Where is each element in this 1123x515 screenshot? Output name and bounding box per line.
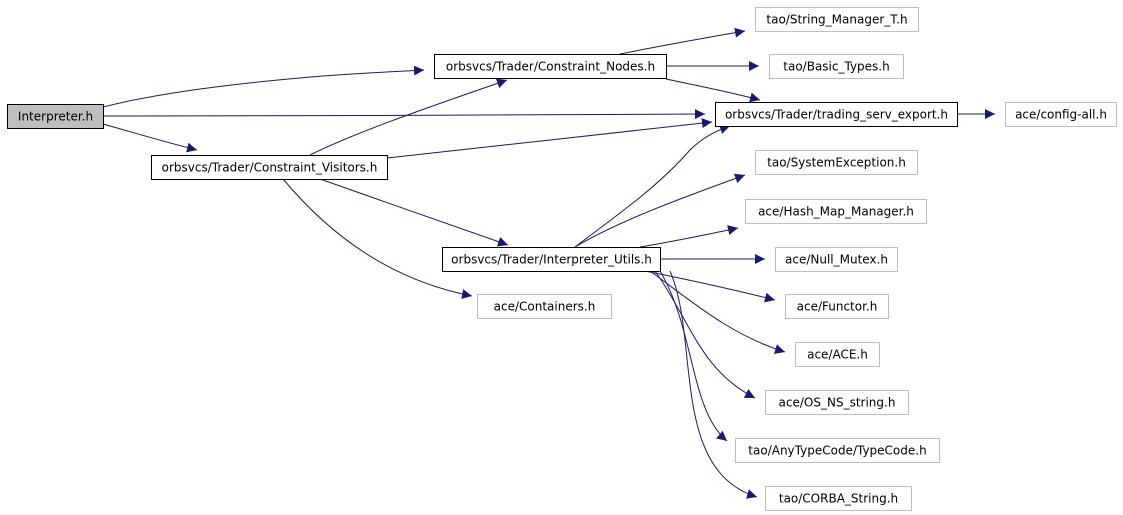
- nodes-layer: Interpreter.h orbsvcs/Trader/Constraint_N…: [7, 7, 1117, 511]
- node-config-all: ace/config-all.h: [1005, 102, 1117, 127]
- node-label: orbsvcs/Trader/Interpreter_Utils.h: [451, 253, 652, 267]
- node-box: [769, 54, 904, 79]
- edge-interpreter-to-constraint-nodes: [102, 65, 425, 108]
- node-label: tao/String_Manager_T.h: [766, 13, 907, 27]
- edge-constraint-nodes-to-string-manager-t: [619, 27, 746, 55]
- edge-interpreter-utils-to-os-ns-string: [654, 270, 756, 399]
- edge-interpreter-to-trading-serv-export: [102, 109, 706, 120]
- node-system-exception: tao/SystemException.h: [755, 150, 918, 175]
- node-box: [735, 438, 940, 463]
- node-string-manager-t: tao/String_Manager_T.h: [755, 7, 919, 32]
- node-box: [442, 247, 661, 272]
- edge-interpreter-utils-to-functor: [644, 270, 776, 303]
- node-hash-map-manager: ace/Hash_Map_Manager.h: [745, 199, 927, 224]
- node-label: ace/ACE.h: [807, 348, 868, 362]
- edge-interpreter-utils-to-corba-string: [669, 270, 758, 499]
- node-typecode: tao/AnyTypeCode/TypeCode.h: [735, 438, 940, 463]
- node-box: [785, 294, 889, 319]
- edge-constraint-nodes-to-trading-serv-export: [665, 78, 761, 103]
- node-containers: ace/Containers.h: [477, 294, 612, 319]
- node-box: [1005, 102, 1117, 127]
- node-corba-string: tao/CORBA_String.h: [765, 486, 912, 511]
- edges-layer: [102, 27, 995, 499]
- node-label: ace/Functor.h: [797, 300, 878, 314]
- node-box: [434, 54, 667, 79]
- node-trading-serv-export[interactable]: orbsvcs/Trader/trading_serv_export.h: [715, 102, 958, 127]
- node-constraint-nodes[interactable]: orbsvcs/Trader/Constraint_Nodes.h: [434, 54, 667, 79]
- node-label: orbsvcs/Trader/Constraint_Visitors.h: [162, 161, 378, 175]
- node-null-mutex: ace/Null_Mutex.h: [775, 247, 898, 272]
- edge-interpreter-utils-to-trading-serv-export: [574, 124, 731, 248]
- edge-interpreter-utils-to-typecode: [659, 270, 728, 442]
- node-box: [765, 486, 912, 511]
- node-box: [477, 294, 612, 319]
- node-label: ace/Null_Mutex.h: [785, 253, 888, 267]
- node-label: tao/SystemException.h: [767, 156, 906, 170]
- edge-constraint-visitors-to-trading-serv-export: [386, 118, 713, 159]
- node-box: [715, 102, 958, 127]
- node-functor: ace/Functor.h: [785, 294, 889, 319]
- node-label: orbsvcs/Trader/Constraint_Nodes.h: [446, 60, 655, 74]
- edge-interpreter-to-constraint-visitors: [102, 123, 198, 153]
- node-box: [151, 155, 388, 180]
- node-box: [7, 104, 104, 129]
- node-box: [795, 342, 880, 367]
- edge-interpreter-utils-to-hash-map-manager: [639, 225, 739, 248]
- node-label: ace/Containers.h: [494, 300, 596, 314]
- node-box: [775, 247, 898, 272]
- node-box: [755, 150, 918, 175]
- node-box: [765, 390, 909, 415]
- node-label: ace/Hash_Map_Manager.h: [758, 205, 914, 219]
- edge-interpreter-utils-to-system-exception: [574, 173, 746, 248]
- node-label: Interpreter.h: [18, 110, 93, 124]
- node-ace: ace/ACE.h: [795, 342, 880, 367]
- node-label: tao/CORBA_String.h: [779, 492, 898, 506]
- node-label: tao/AnyTypeCode/TypeCode.h: [748, 444, 926, 458]
- node-os-ns-string: ace/OS_NS_string.h: [765, 390, 909, 415]
- node-constraint-visitors[interactable]: orbsvcs/Trader/Constraint_Visitors.h: [151, 155, 388, 180]
- edge-constraint-visitors-to-containers: [282, 178, 473, 299]
- node-interpreter-utils[interactable]: orbsvcs/Trader/Interpreter_Utils.h: [442, 247, 661, 272]
- node-label: orbsvcs/Trader/trading_serv_export.h: [725, 108, 948, 122]
- edge-constraint-visitors-to-interpreter-utils: [319, 178, 509, 247]
- node-label: tao/Basic_Types.h: [783, 60, 889, 74]
- edge-constraint-visitors-to-constraint-nodes: [309, 78, 508, 156]
- node-box: [755, 7, 919, 32]
- edge-interpreter-utils-to-ace: [649, 270, 786, 354]
- node-interpreter[interactable]: Interpreter.h: [7, 104, 104, 129]
- node-label: ace/OS_NS_string.h: [779, 396, 896, 410]
- node-basic-types: tao/Basic_Types.h: [769, 54, 904, 79]
- node-box: [745, 199, 927, 224]
- node-label: ace/config-all.h: [1015, 108, 1107, 122]
